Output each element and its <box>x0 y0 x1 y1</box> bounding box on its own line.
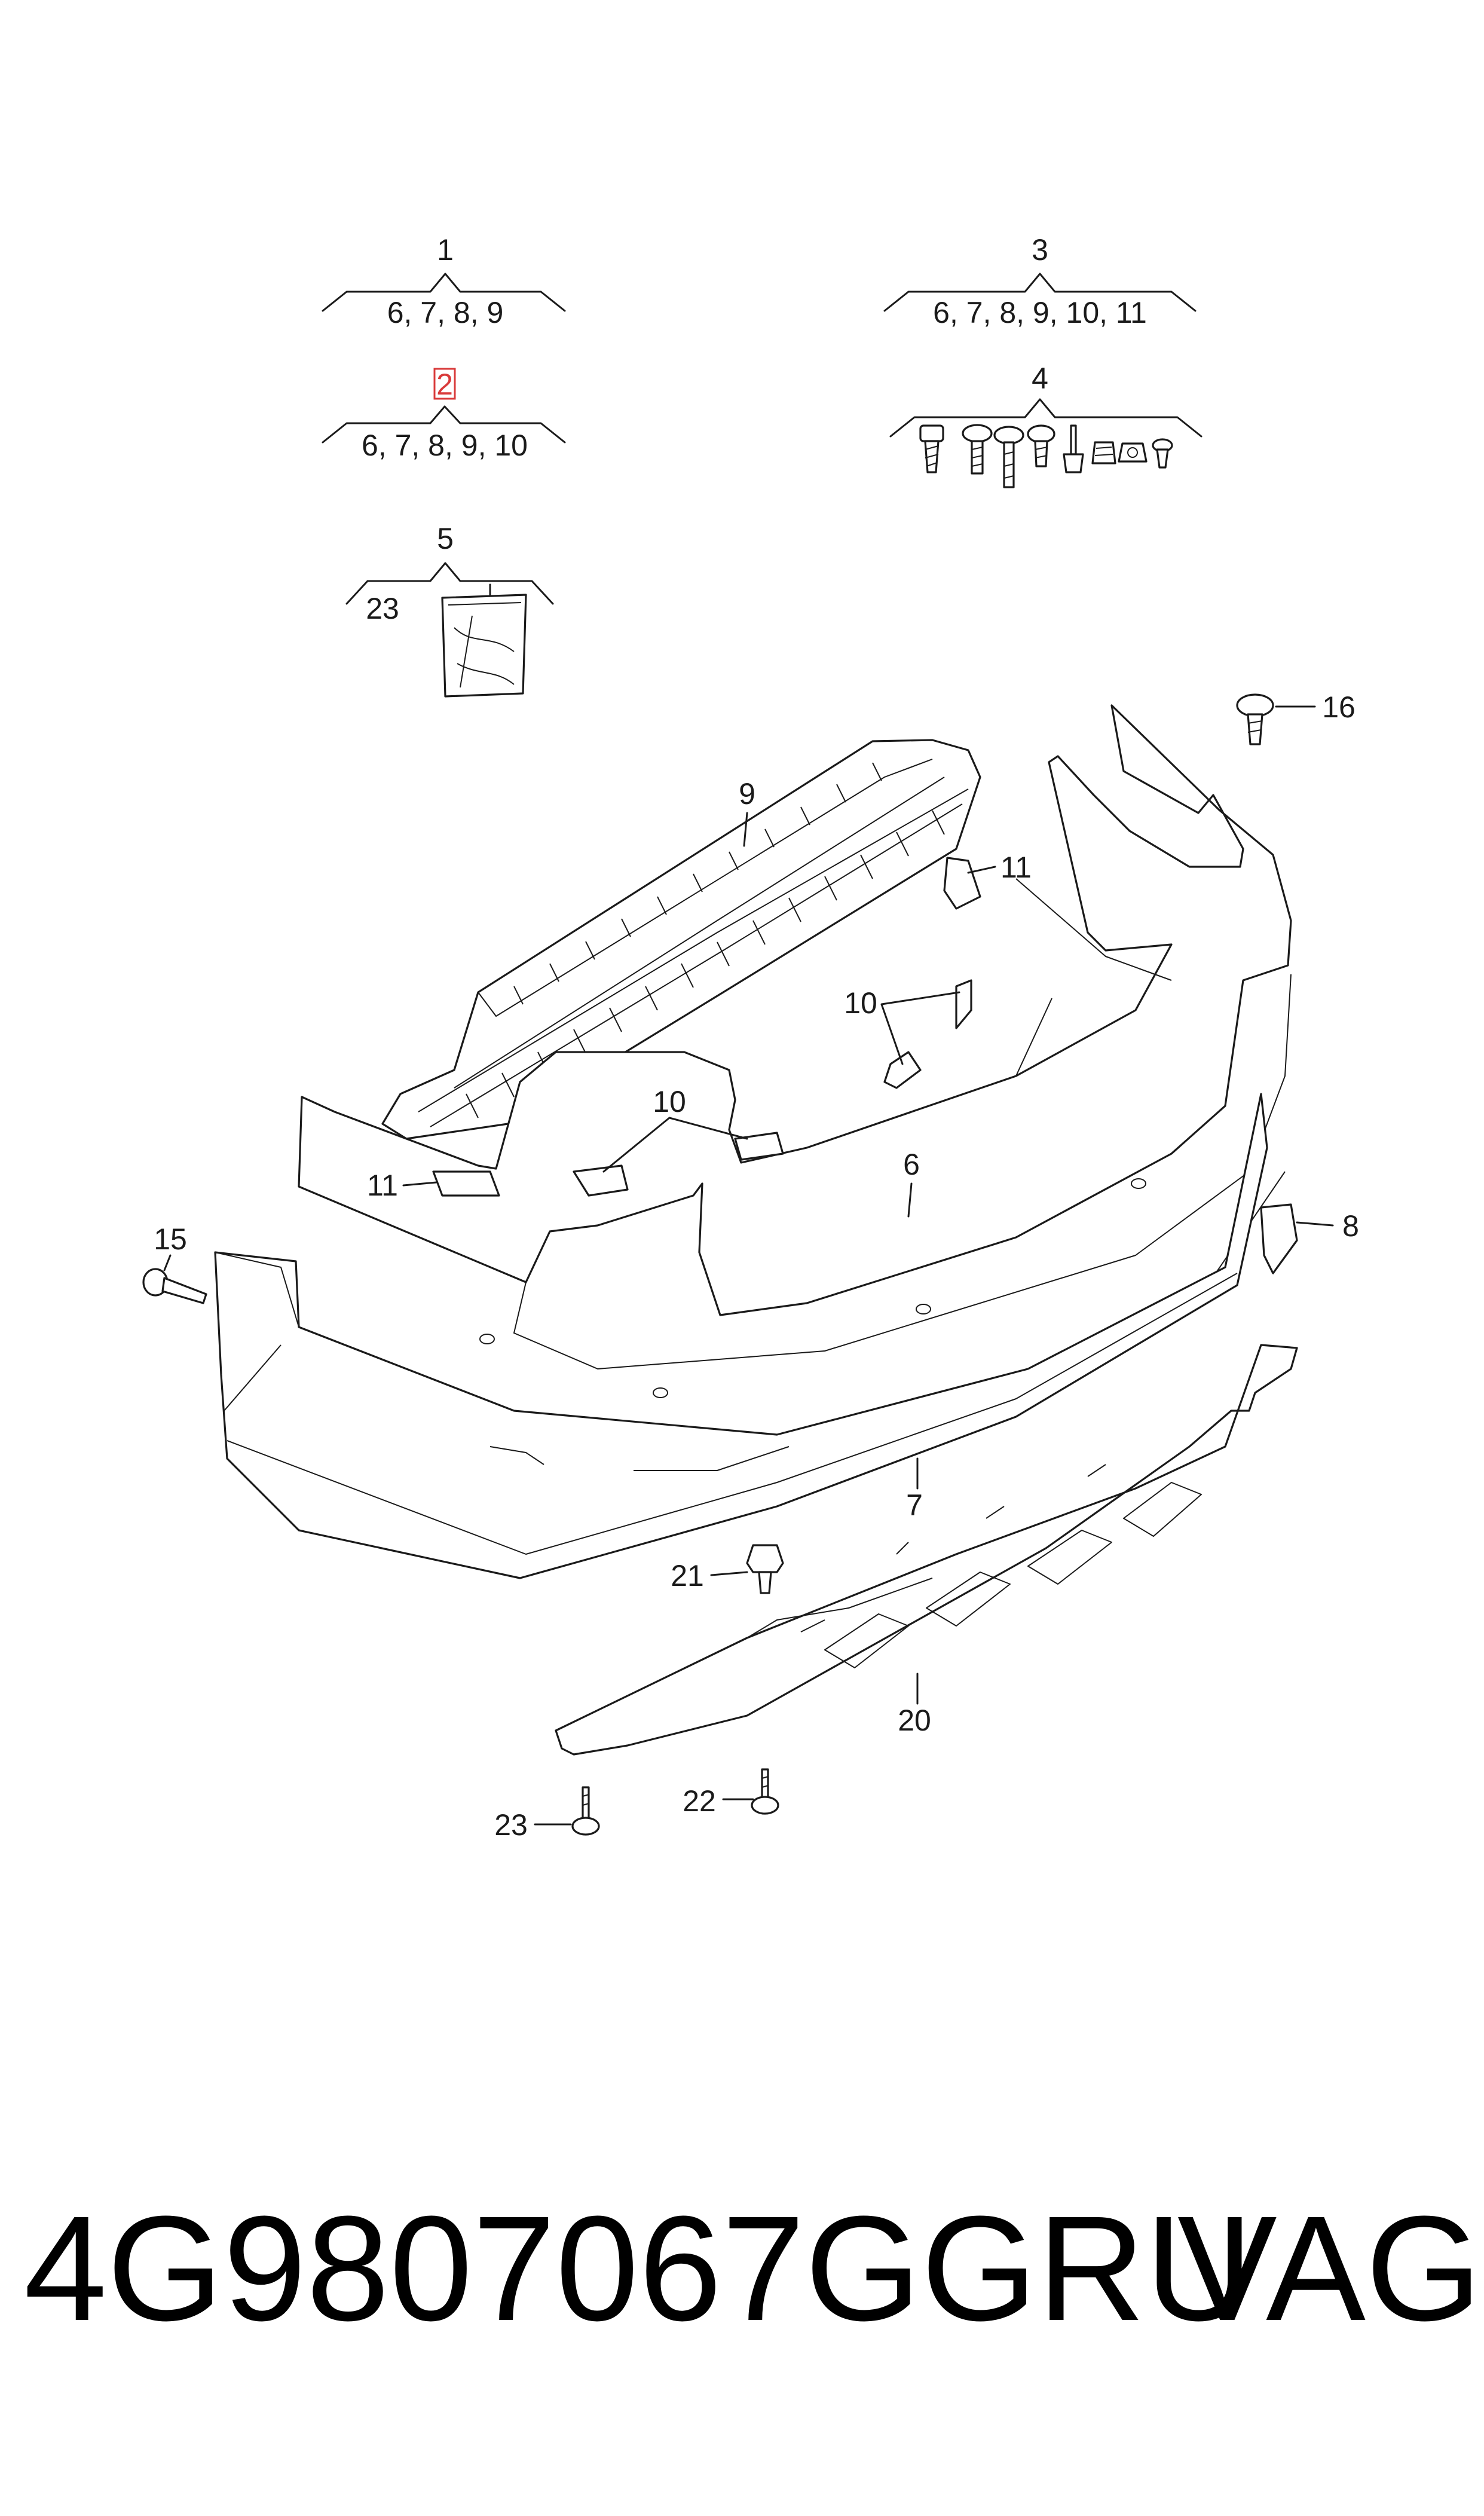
group-1: 1 6, 7, 8, 9 <box>322 233 566 329</box>
callout-16: 16 <box>1275 690 1356 724</box>
push-nut-icon <box>1118 442 1148 463</box>
group-1-children: 6, 7, 8, 9 <box>387 296 504 329</box>
group-2-highlight-box <box>433 368 456 400</box>
screw-part-23 <box>571 1786 600 1836</box>
svg-text:23: 23 <box>494 1808 528 1842</box>
callout-11-right: 11 <box>967 851 1032 884</box>
diffuser-vents <box>824 1482 1202 1668</box>
group-3-label: 3 <box>1032 233 1048 267</box>
svg-text:21: 21 <box>671 1559 704 1592</box>
group-5: 5 23 <box>345 522 554 698</box>
callout-15: 15 <box>154 1222 187 1271</box>
callout-23: 23 <box>494 1808 572 1842</box>
bracket-part-10-upper <box>883 979 972 1089</box>
callout-21: 21 <box>671 1559 748 1592</box>
svg-text:7: 7 <box>906 1488 923 1522</box>
screw-part-15 <box>142 1268 207 1304</box>
callout-20: 20 <box>898 1673 931 1737</box>
svg-text:11: 11 <box>1000 851 1032 884</box>
brand-name: VAG <box>1177 2185 1482 2352</box>
svg-text:15: 15 <box>154 1222 187 1256</box>
group-2: 2 6, 7, 8, 9, 10 <box>322 368 566 462</box>
group-1-label: 1 <box>437 233 454 267</box>
callout-6: 6 <box>903 1148 920 1218</box>
bumper-cover-part-6 <box>286 704 1292 1447</box>
svg-text:22: 22 <box>683 1784 716 1818</box>
svg-text:6: 6 <box>903 1148 920 1181</box>
group-2-bracket <box>322 405 566 444</box>
svg-text:20: 20 <box>898 1704 931 1737</box>
svg-text:8: 8 <box>1342 1209 1359 1243</box>
callout-7: 7 <box>906 1457 923 1522</box>
svg-text:10: 10 <box>653 1085 686 1118</box>
expansion-clip-icon <box>1152 438 1173 469</box>
parts-bag-icon <box>441 594 527 698</box>
group-4: 4 <box>889 362 1203 488</box>
clip-part-21 <box>746 1544 784 1594</box>
guide-part-11-left <box>432 1170 500 1197</box>
screw-part-16 <box>1236 693 1274 745</box>
svg-text:9: 9 <box>739 777 755 811</box>
group-5-bracket <box>345 562 554 605</box>
svg-text:11: 11 <box>367 1169 398 1202</box>
group-4-bracket <box>889 398 1203 438</box>
spring-clip-icon <box>1091 441 1116 464</box>
group-1-bracket <box>322 273 566 312</box>
absorber-ribs <box>466 762 945 1118</box>
lower-bumper-part-7 <box>214 1093 1268 1579</box>
callout-22: 22 <box>683 1784 754 1818</box>
group-5-label: 5 <box>437 522 454 555</box>
svg-text:10: 10 <box>844 986 877 1020</box>
impact-absorber-part-9 <box>381 739 981 1140</box>
long-bolt-icon <box>993 426 1024 488</box>
bolt-icon <box>962 424 993 475</box>
callout-11-left: 11 <box>367 1169 437 1202</box>
group-5-children: 23 <box>366 592 399 625</box>
group-3-children: 6, 7, 8, 9, 10, 11 <box>933 296 1147 329</box>
screw-icon <box>919 424 944 473</box>
guide-part-11-right <box>943 857 981 910</box>
group-2-label: 2 <box>436 368 453 401</box>
callout-10-upper: 10 <box>844 986 960 1065</box>
svg-text:16: 16 <box>1322 690 1356 724</box>
group-3: 3 6, 7, 8, 9, 10, 11 <box>883 233 1197 329</box>
footer: 4G9807067GGRU VAG <box>24 2185 1482 2352</box>
callout-9: 9 <box>739 777 755 847</box>
callout-8: 8 <box>1296 1209 1359 1243</box>
sensor-holes <box>479 1178 1146 1398</box>
trim-cap-part-8 <box>1260 1203 1298 1274</box>
group-4-label: 4 <box>1032 362 1048 395</box>
part-number: 4G9807067GGRU <box>24 2185 1253 2352</box>
screw-part-22 <box>751 1768 779 1815</box>
group-3-bracket <box>883 273 1197 312</box>
rivet-icon <box>1063 424 1084 473</box>
flange-screw-icon <box>1027 424 1055 467</box>
diffuser-part-20 <box>555 1344 1298 1756</box>
group-2-children: 6, 7, 8, 9, 10 <box>362 429 528 462</box>
callout-10-lower: 10 <box>602 1085 748 1173</box>
